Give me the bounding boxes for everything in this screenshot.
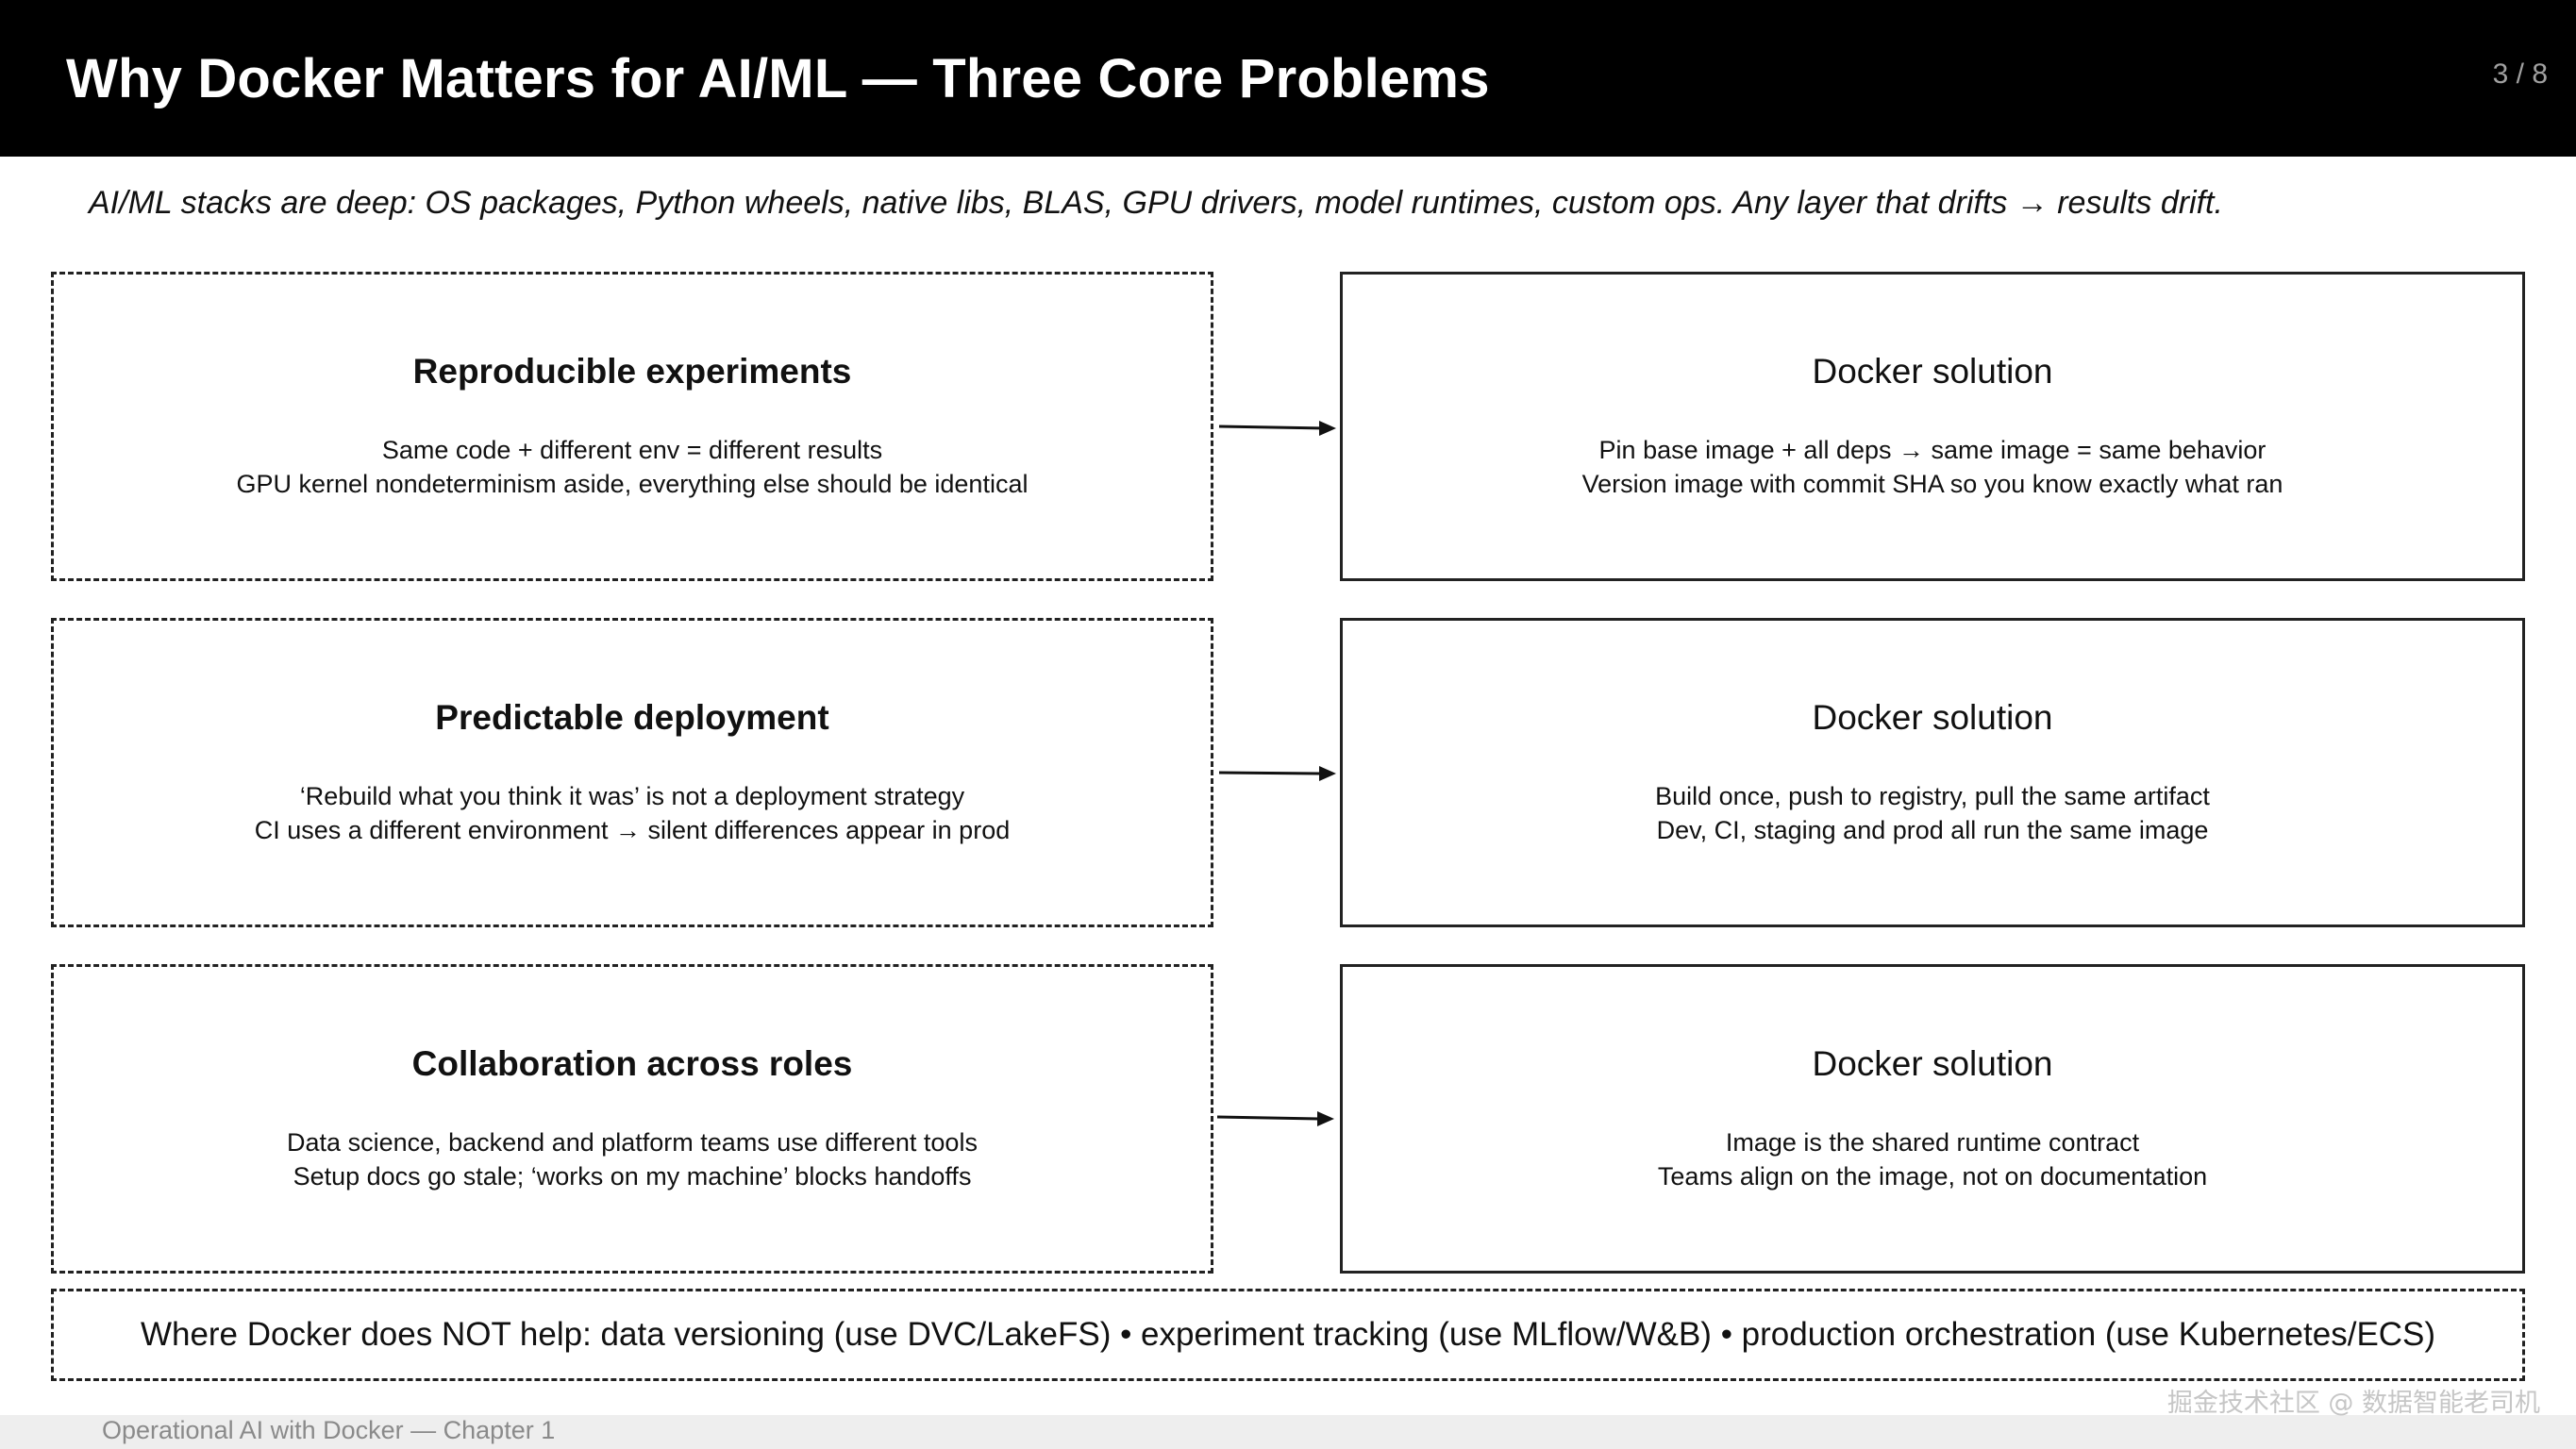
problem-line: ‘Rebuild what you think it was’ is not a… [299, 782, 965, 810]
problem-line: Same code + different env = different re… [381, 436, 883, 464]
page-number: 3 / 8 [2492, 58, 2548, 90]
solution-box-collaboration: Docker solution Image is the shared runt… [1340, 964, 2525, 1274]
problem-box-collaboration: Collaboration across roles Data science,… [51, 964, 1213, 1274]
solution-box-reproducible: Docker solution Pin base image + all dep… [1340, 272, 2525, 581]
problem-line: Setup docs go stale; ‘works on my machin… [293, 1162, 972, 1191]
solution-box-deployment: Docker solution Build once, push to regi… [1340, 618, 2525, 927]
solution-title: Docker solution [1812, 1044, 2053, 1083]
intro-text: AI/ML stacks are deep: OS packages, Pyth… [89, 185, 2223, 221]
slide-title: Why Docker Matters for AI/ML — Three Cor… [66, 47, 1490, 109]
watermark: 掘金技术社区 @ 数据智能老司机 [2166, 1389, 2540, 1418]
problem-line: CI uses a different environment → silent… [254, 816, 1011, 844]
solution-line: Teams align on the image, not on documen… [1657, 1162, 2208, 1191]
arrow-right-icon [1218, 766, 1336, 781]
solution-line: Build once, push to registry, pull the s… [1655, 782, 2210, 810]
solution-line: Version image with commit SHA so you kno… [1581, 470, 2283, 498]
problem-box-deployment: Predictable deployment ‘Rebuild what you… [51, 618, 1213, 927]
problem-box-reproducible: Reproducible experiments Same code + dif… [51, 272, 1213, 581]
solution-title: Docker solution [1812, 352, 2053, 391]
problem-line: Data science, backend and platform teams… [287, 1128, 978, 1157]
limitations-note: Where Docker does NOT help: data version… [51, 1289, 2525, 1381]
arrow-right-icon [1218, 421, 1336, 436]
solution-line: Pin base image + all deps → same image =… [1598, 436, 2267, 464]
bottom-bar [0, 1415, 2576, 1449]
problem-title: Reproducible experiments [412, 352, 852, 391]
problem-line: GPU kernel nondeterminism aside, everyth… [236, 470, 1029, 498]
solution-line: Dev, CI, staging and prod all run the sa… [1656, 816, 2209, 844]
solution-title: Docker solution [1812, 698, 2053, 737]
chapter-label: Operational AI with Docker — Chapter 1 [102, 1416, 556, 1444]
solution-line: Image is the shared runtime contract [1725, 1128, 2140, 1157]
problem-title: Collaboration across roles [411, 1044, 853, 1083]
arrow-right-icon [1216, 1111, 1334, 1126]
header-bar: Why Docker Matters for AI/ML — Three Cor… [0, 0, 2576, 157]
problem-title: Predictable deployment [435, 698, 829, 737]
